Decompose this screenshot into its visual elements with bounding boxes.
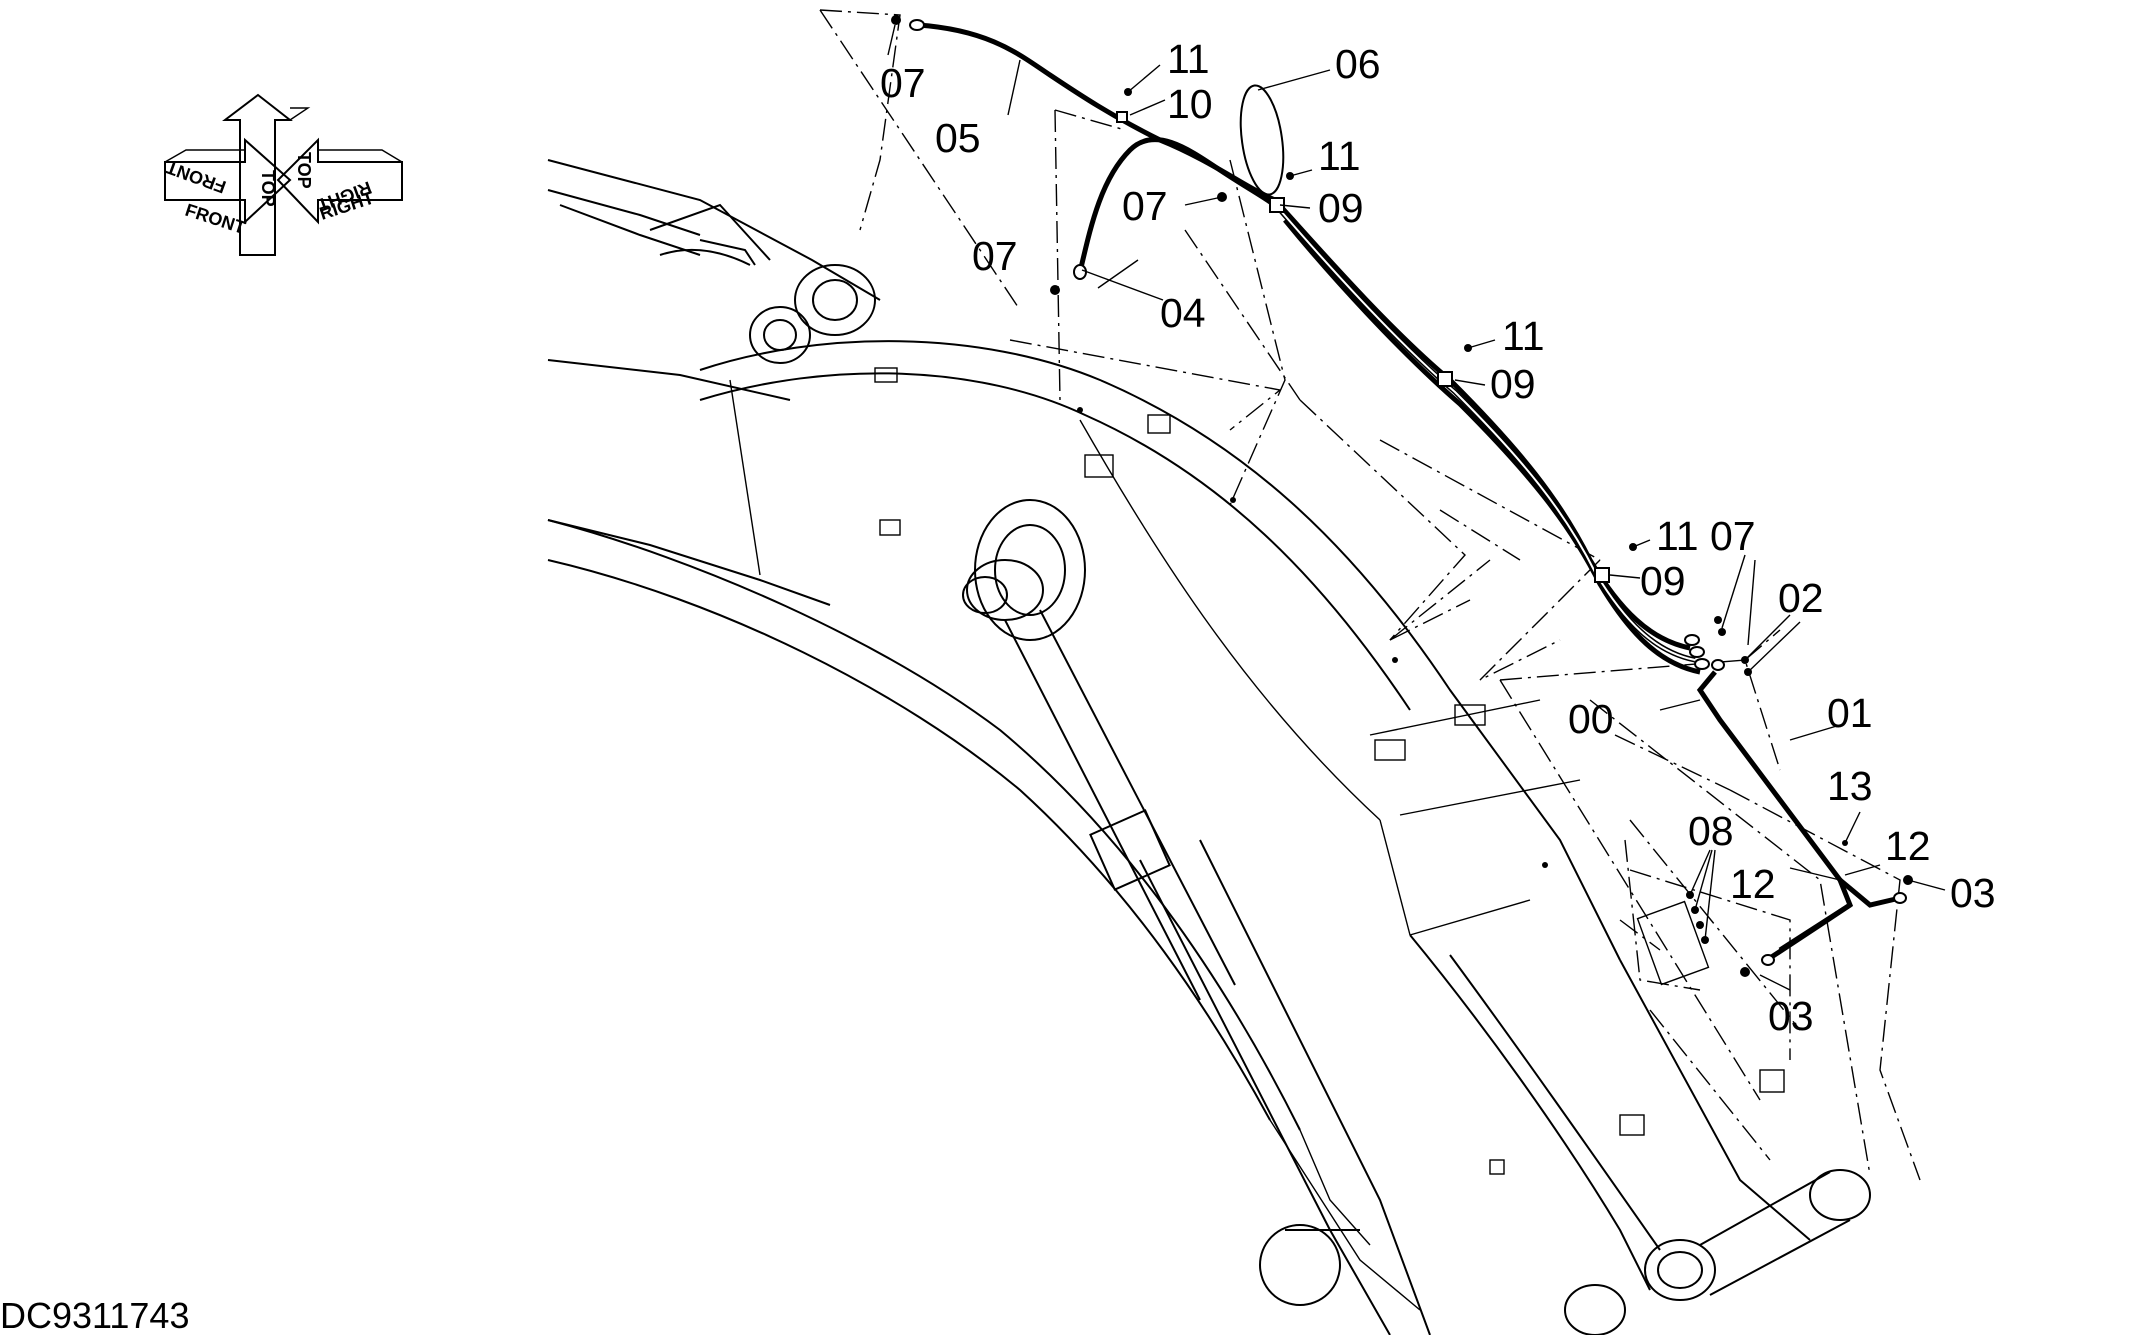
document-id: DC9311743 [0,1295,189,1335]
callout-leaders [887,24,1946,991]
top-label: TOP [258,170,278,207]
callout-01: 01 [1827,690,1873,736]
callout-11-a: 11 [1167,36,1210,82]
callout-09-c: 09 [1640,558,1686,604]
callout-04: 04 [1160,290,1206,336]
callout-07-left: 07 [972,233,1018,279]
callout-05: 05 [935,115,981,161]
callout-09-a: 09 [1318,185,1364,231]
callout-12-right: 12 [1885,823,1931,869]
callout-12-left: 12 [1730,861,1776,907]
callout-07-mid: 07 [1122,183,1168,229]
callout-10: 10 [1167,81,1213,127]
callout-03-right: 03 [1950,870,1996,916]
callout-02: 02 [1778,575,1824,621]
hose-assembly [909,19,1907,966]
callout-11-b: 11 [1318,133,1361,179]
callout-09-b: 09 [1490,361,1536,407]
fastener-dots [891,15,1913,986]
callout-labels: 07 05 11 10 06 11 09 07 07 04 11 09 11 0… [880,36,1996,1039]
callout-03-left: 03 [1768,993,1814,1039]
orientation-arrow-icon: FRONT FRONT TOP TOP RIGHT RIGHT [164,93,403,256]
leader-lines [819,9,1921,1181]
front-label: FRONT [183,200,248,238]
callout-07-right: 07 [1710,513,1756,559]
callout-06: 06 [1335,41,1381,87]
boom-structure [547,159,1871,1336]
callout-11-c: 11 [1502,313,1545,359]
callout-11-d: 11 [1656,513,1699,559]
callout-07-top: 07 [880,60,926,106]
callout-00: 00 [1568,696,1614,742]
front-label-mirror: FRONT [164,157,229,197]
top-label-2: TOP [294,152,314,189]
callout-13: 13 [1827,763,1873,809]
callout-08: 08 [1688,808,1734,854]
